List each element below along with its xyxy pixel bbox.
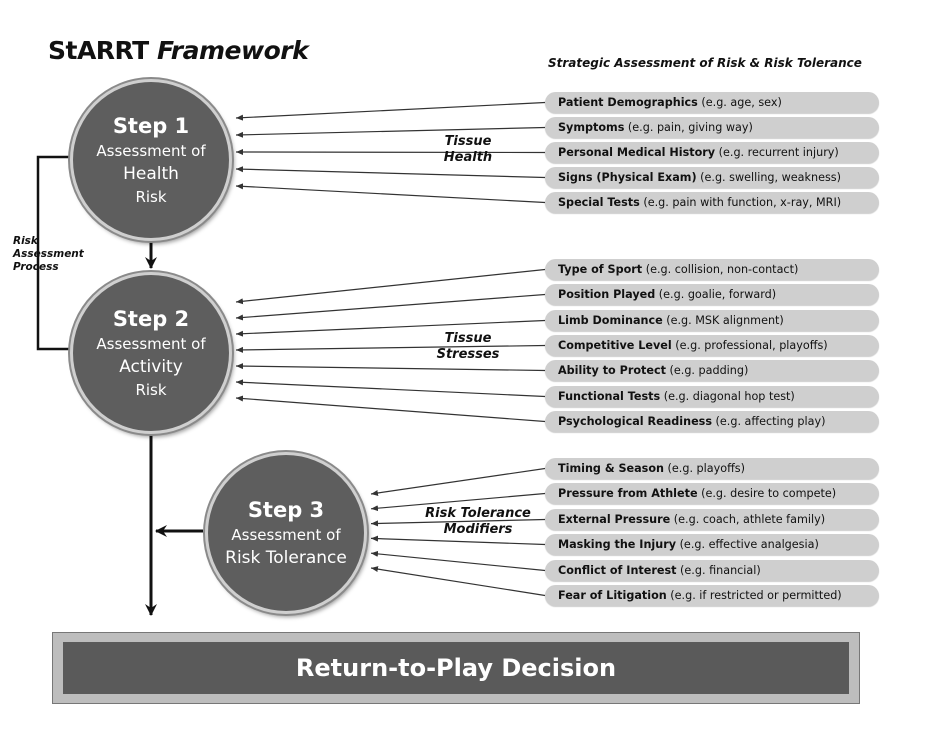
step-1-label: Step 1 [112, 114, 190, 138]
factor-arrow [235, 149, 546, 156]
factor-name: Fear of Litigation [558, 589, 667, 602]
factor-name: Psychological Readiness [558, 415, 712, 428]
factor-pill: Patient Demographics (e.g. age, sex) [545, 92, 879, 113]
factor-arrow [235, 344, 546, 353]
factor-example: (e.g. padding) [665, 364, 749, 377]
factor-name: Type of Sport [558, 263, 643, 276]
step-2-circle: Step 2 Assessment of Activity Risk [70, 272, 232, 434]
factor-example: (e.g. MSK alignment) [662, 314, 784, 327]
factor-arrow [235, 126, 546, 138]
factor-arrow [235, 363, 546, 372]
factor-example: (e.g. effective analgesia) [676, 538, 819, 551]
factor-name: Functional Tests [558, 390, 661, 403]
factor-arrow [235, 183, 546, 204]
factor-name: Symptoms [558, 121, 625, 134]
factor-arrow [235, 101, 546, 121]
factor-name: Ability to Protect [558, 364, 666, 377]
factor-example: (e.g. playoffs) [663, 462, 745, 475]
factor-pill: Ability to Protect (e.g. padding) [545, 360, 879, 381]
factor-arrow [370, 566, 546, 597]
factor-arrow [370, 535, 546, 546]
process-bracket [36, 155, 76, 351]
step-3-circle: Step 3 Assessment of Risk Tolerance [205, 452, 367, 614]
factor-pill: External Pressure (e.g. coach, athlete f… [545, 509, 879, 530]
factor-pill: Symptoms (e.g. pain, giving way) [545, 117, 879, 138]
framework-title: StARRT Framework [48, 36, 309, 65]
return-to-play-decision-label: Return-to-Play Decision [63, 642, 849, 694]
factor-arrow [235, 268, 546, 305]
factor-name: Special Tests [558, 196, 640, 209]
factor-example: (e.g. coach, athlete family) [670, 513, 826, 526]
factor-pill: Masking the Injury (e.g. effective analg… [545, 534, 879, 555]
factor-arrow [370, 467, 546, 496]
factor-pill: Special Tests (e.g. pain with function, … [545, 192, 879, 213]
factor-pill: Type of Sport (e.g. collision, non-conta… [545, 259, 879, 280]
arrows-group-3 [370, 467, 546, 597]
factor-example: (e.g. diagonal hop test) [660, 390, 795, 403]
factor-pill: Functional Tests (e.g. diagonal hop test… [545, 386, 879, 407]
factor-pill: Conflict of Interest (e.g. financial) [545, 560, 879, 581]
factor-pill: Position Played (e.g. goalie, forward) [545, 284, 879, 305]
step-2-label: Step 2 [112, 307, 190, 331]
factor-name: Timing & Season [558, 462, 664, 475]
factor-name: Signs (Physical Exam) [558, 171, 697, 184]
factor-pill: Fear of Litigation (e.g. if restricted o… [545, 585, 879, 606]
factor-example: (e.g. age, sex) [697, 96, 782, 109]
factor-name: Masking the Injury [558, 538, 677, 551]
factor-example: (e.g. collision, non-contact) [642, 263, 799, 276]
risk-assessment-process-label: Risk Assessment Process [13, 235, 84, 273]
factor-example: (e.g. professional, playoffs) [671, 339, 828, 352]
factor-pill: Limb Dominance (e.g. MSK alignment) [545, 310, 879, 331]
factor-example: (e.g. recurrent injury) [715, 146, 839, 159]
factor-arrow [235, 293, 546, 321]
factor-example: (e.g. pain, giving way) [624, 121, 753, 134]
factor-pill: Competitive Level (e.g. professional, pl… [545, 335, 879, 356]
factor-name: Patient Demographics [558, 96, 698, 109]
factor-name: Limb Dominance [558, 314, 663, 327]
factor-arrow [370, 550, 546, 572]
factor-example: (e.g. swelling, weakness) [696, 171, 842, 184]
factor-pill: Pressure from Athlete (e.g. desire to co… [545, 483, 879, 504]
return-to-play-decision-box: Return-to-Play Decision [52, 632, 860, 704]
factor-name: Competitive Level [558, 339, 672, 352]
factor-pill: Psychological Readiness (e.g. affecting … [545, 411, 879, 432]
factor-arrow [235, 319, 546, 337]
factor-name: Pressure from Athlete [558, 487, 698, 500]
factor-example: (e.g. if restricted or permitted) [666, 589, 842, 602]
factor-arrow [370, 492, 546, 512]
factor-name: Position Played [558, 288, 656, 301]
factor-arrow [235, 379, 546, 398]
arrows-group-2 [235, 268, 546, 423]
factor-pill: Timing & Season (e.g. playoffs) [545, 458, 879, 479]
factor-arrow [235, 395, 546, 423]
step-3-label: Step 3 [247, 498, 325, 522]
arrows-group-1 [235, 101, 546, 204]
factor-name: External Pressure [558, 513, 671, 526]
factor-arrow [370, 518, 546, 527]
step-1-circle: Step 1 Assessment of Health Risk [70, 79, 232, 241]
factor-example: (e.g. affecting play) [711, 415, 826, 428]
factor-pill: Personal Medical History (e.g. recurrent… [545, 142, 879, 163]
factor-pill: Signs (Physical Exam) (e.g. swelling, we… [545, 167, 879, 188]
factor-name: Personal Medical History [558, 146, 716, 159]
factor-name: Conflict of Interest [558, 564, 677, 577]
factor-example: (e.g. desire to compete) [697, 487, 837, 500]
factor-example: (e.g. goalie, forward) [655, 288, 777, 301]
factor-arrow [235, 166, 546, 179]
framework-subtitle: Strategic Assessment of Risk & Risk Tole… [548, 56, 862, 70]
factor-example: (e.g. pain with function, x-ray, MRI) [639, 196, 842, 209]
factor-example: (e.g. financial) [676, 564, 761, 577]
